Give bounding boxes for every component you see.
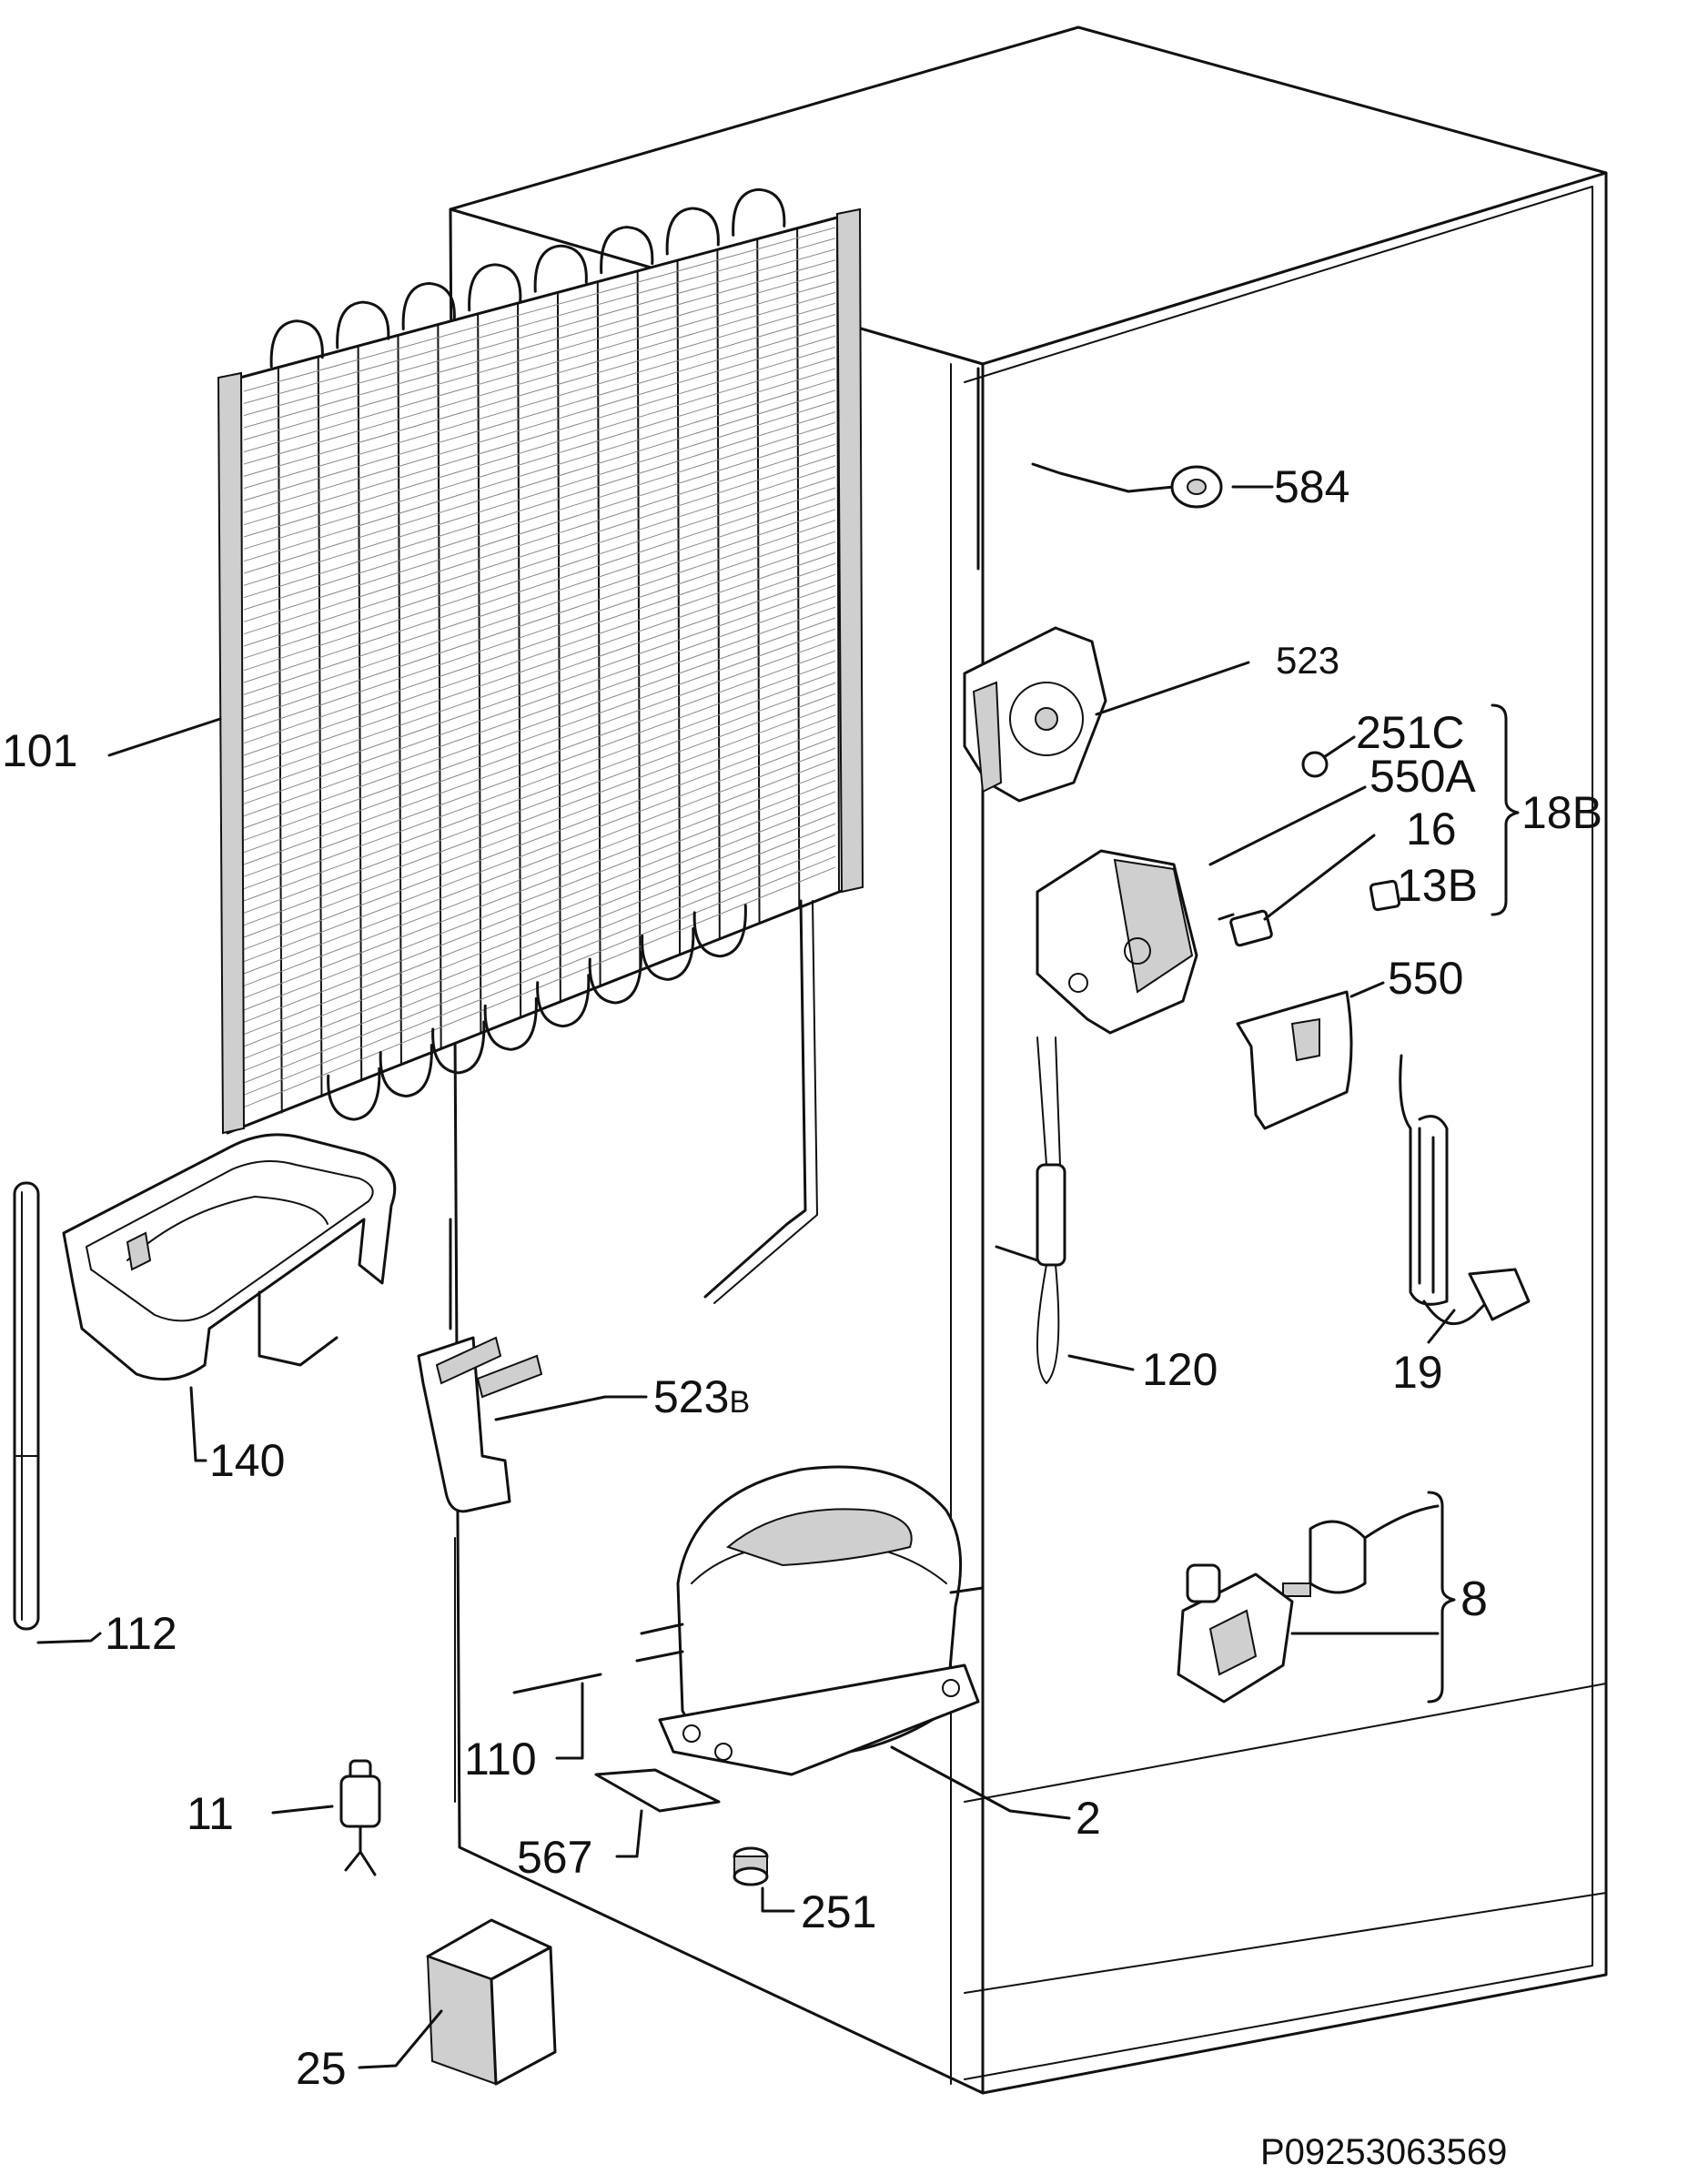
switch-16 [1218, 909, 1273, 947]
callout-18b: 18B [1521, 787, 1602, 838]
callout-251c: 251C [1356, 707, 1465, 758]
callout-2: 2 [1076, 1793, 1101, 1844]
knob-584 [976, 367, 1223, 571]
callout-140: 140 [209, 1435, 285, 1486]
holder-523 [963, 626, 1107, 803]
heater-cord-19 [1399, 1054, 1531, 1325]
callout-523: 523 [1276, 639, 1339, 682]
callout-523b-suffix: B [729, 1385, 750, 1420]
callout-550a: 550A [1369, 751, 1476, 802]
callout-101: 101 [2, 725, 77, 776]
group-bracket-8 [1427, 1491, 1456, 1704]
diagram-reference-code: P09253063569 [1260, 2132, 1507, 2172]
callout-567: 567 [517, 1832, 592, 1883]
compressor [635, 1465, 985, 1776]
plate-567 [594, 1768, 721, 1813]
sensor-120 [995, 1036, 1066, 1384]
callout-110: 110 [464, 1734, 537, 1785]
callout-112: 112 [105, 1608, 177, 1659]
valve-11 [339, 1759, 381, 1876]
callout-labels: 101 584 523 251C 550A 16 13B 18B 550 120… [2, 461, 1602, 2094]
callout-25: 25 [296, 2043, 347, 2094]
callout-16: 16 [1406, 804, 1457, 854]
callout-19: 19 [1392, 1347, 1443, 1398]
group-bracket-18b [1491, 703, 1520, 916]
relay-8 [1177, 1520, 1367, 1704]
box-25 [426, 1918, 557, 2086]
callout-13b: 13B [1397, 860, 1478, 911]
drain-pipe [13, 1181, 40, 1631]
evaporation-tray [62, 1133, 397, 1381]
condenser-coil [217, 187, 864, 1304]
lamp-13b [1369, 879, 1401, 912]
callout-550: 550 [1388, 953, 1463, 1004]
callout-584: 584 [1274, 461, 1349, 512]
callout-523b: 523B [653, 1371, 750, 1422]
callout-8: 8 [1460, 1572, 1488, 1626]
cover-550 [1236, 990, 1353, 1130]
callout-251: 251 [801, 1886, 876, 1937]
grommet-251 [733, 1846, 769, 1886]
bracket-523b [417, 1218, 543, 1803]
callout-11: 11 [187, 1788, 234, 1839]
callout-120: 120 [1142, 1344, 1218, 1395]
leader-lines [36, 485, 1456, 2069]
tube-110 [512, 1673, 602, 1694]
thermostat-housing-550a [1036, 849, 1198, 1035]
gear-251c [1301, 751, 1329, 778]
